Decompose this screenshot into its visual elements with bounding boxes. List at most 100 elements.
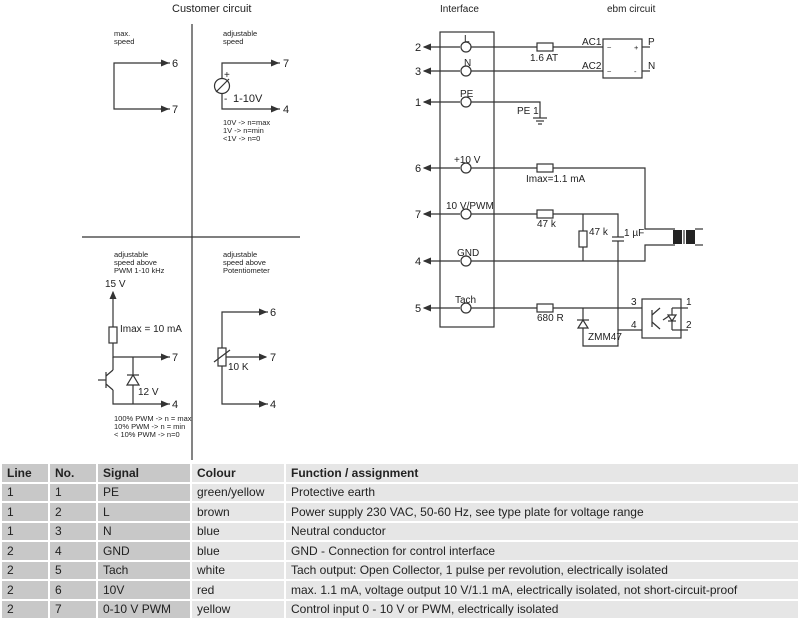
- pot-label-2: speed above: [223, 258, 266, 267]
- terminal-circle: [460, 208, 472, 220]
- cell-line: 2: [2, 561, 48, 579]
- r680-label: 680 R: [537, 313, 564, 324]
- cell-colour: green/yellow: [192, 483, 284, 501]
- terminal-circle: [460, 162, 472, 174]
- note: 10% PWM -> n = min: [114, 422, 185, 431]
- cell-signal: GND: [98, 542, 190, 560]
- cell-function: Neutral conductor: [286, 522, 798, 540]
- pin-Tach: 5 Tach: [415, 295, 476, 315]
- pin-assignment-table: Line No. Signal Colour Function / assign…: [0, 462, 800, 620]
- cell-no: 1: [50, 483, 96, 501]
- wiring-diagram: Customer circuit max. speed 6 7 adjustab…: [82, 3, 703, 460]
- terminal-7: 7: [172, 352, 178, 364]
- cell-signal: 0-10 V PWM: [98, 600, 190, 618]
- adjustable-speed-label: adjustable: [223, 29, 257, 38]
- ac-symbol: ~: [607, 43, 612, 52]
- cell-line: 1: [2, 522, 48, 540]
- cell-colour: red: [192, 581, 284, 599]
- note: < 10% PWM -> n=0: [114, 430, 180, 439]
- cell-line: 1: [2, 503, 48, 521]
- pin-label: GND: [457, 248, 479, 259]
- cell-colour: yellow: [192, 600, 284, 618]
- terminal-4: 4: [283, 104, 289, 116]
- potentiometer-circuit: adjustable speed above Potentiometer 6 7…: [213, 250, 276, 411]
- zener-voltage: 12 V: [138, 387, 159, 398]
- table-header-row: Line No. Signal Colour Function / assign…: [2, 464, 798, 482]
- pin-number: 3: [415, 66, 421, 78]
- cell-colour: brown: [192, 503, 284, 521]
- pin-PE: 1 PE: [415, 89, 474, 109]
- pin-number: 5: [415, 303, 421, 315]
- terminal-7: 7: [283, 58, 289, 70]
- resistor-icon: [578, 230, 588, 248]
- pin-label: Tach: [455, 295, 476, 306]
- cell-line: 2: [2, 542, 48, 560]
- cell-no: 4: [50, 542, 96, 560]
- pin-10v: 6 +10 V: [415, 155, 481, 175]
- cell-function: GND - Connection for control interface: [286, 542, 798, 560]
- resistor-icon: [536, 163, 554, 173]
- terminal-circle: [460, 41, 472, 53]
- voltage-range: 1-10V: [233, 93, 263, 105]
- cell-line: 2: [2, 581, 48, 599]
- terminal-6: 6: [172, 58, 178, 70]
- terminal-4: 4: [270, 399, 276, 411]
- cell-function: Power supply 230 VAC, 50-60 Hz, see type…: [286, 503, 798, 521]
- interface-box: [439, 31, 495, 328]
- supply-voltage: 15 V: [105, 279, 126, 290]
- pin-10v-pwm: 7 10 V/PWM: [415, 201, 494, 221]
- interface-title: Interface: [440, 4, 479, 15]
- fuse-icon: [536, 42, 554, 52]
- plus-sign: +: [634, 43, 639, 52]
- pwm-label-3: PWM 1-10 kHz: [114, 266, 165, 275]
- zener-diode-icon: [125, 373, 141, 386]
- header-colour: Colour: [192, 464, 284, 482]
- cell-no: 5: [50, 561, 96, 579]
- cell-signal: L: [98, 503, 190, 521]
- cell-function: Protective earth: [286, 483, 798, 501]
- cell-function: Control input 0 - 10 V or PWM, electrica…: [286, 600, 798, 618]
- r47-series-label: 47 k: [537, 219, 557, 230]
- cell-signal: Tach: [98, 561, 190, 579]
- cell-colour: blue: [192, 542, 284, 560]
- pwm-label: adjustable: [114, 250, 148, 259]
- terminal-circle: [460, 255, 472, 267]
- terminal-4: 4: [172, 399, 178, 411]
- fuse-label: 1.6 AT: [530, 53, 558, 64]
- minus-sign: -: [224, 94, 227, 105]
- note: 100% PWM -> n = max: [114, 414, 192, 423]
- pin-number: 4: [415, 256, 421, 268]
- imax-label: Imax=1.1 mA: [526, 174, 586, 185]
- pe1-label: PE 1: [517, 106, 539, 117]
- cell-function: Tach output: Open Collector, 1 pulse per…: [286, 561, 798, 579]
- adjustable-speed-circuit: adjustable speed + - 1-10V 7 4 10V -> n=…: [213, 29, 289, 143]
- opto-pin-1: 1: [686, 297, 692, 308]
- ac-symbol: ~: [607, 67, 612, 76]
- terminal-circle: [460, 302, 472, 314]
- opto-pin-2: 2: [686, 320, 692, 331]
- cell-no: 7: [50, 600, 96, 618]
- pin-label: +10 V: [454, 155, 481, 166]
- header-no: No.: [50, 464, 96, 482]
- terminal-circle: [460, 65, 472, 77]
- note: 10V -> n=max: [223, 118, 270, 127]
- pin-number: 2: [415, 42, 421, 54]
- pin-number: 1: [415, 97, 421, 109]
- pot-label-3: Potentiometer: [223, 266, 270, 275]
- rectifier-icon: [602, 38, 643, 79]
- cell-signal: PE: [98, 483, 190, 501]
- max-speed-label: max.: [114, 29, 130, 38]
- cell-signal: 10V: [98, 581, 190, 599]
- resistor-icon: [536, 303, 554, 313]
- pin-label: N: [464, 58, 471, 69]
- n-label: N: [648, 61, 655, 72]
- cell-no: 2: [50, 503, 96, 521]
- plus-sign: +: [224, 70, 230, 81]
- pwm-label-2: speed above: [114, 258, 157, 267]
- pin-number: 7: [415, 209, 421, 221]
- pin-label: L: [464, 34, 470, 45]
- pwm-circuit: adjustable speed above PWM 1-10 kHz 15 V…: [98, 250, 192, 439]
- r47-shunt-label: 47 k: [589, 227, 609, 238]
- resistor-icon: [108, 326, 118, 344]
- terminal-circle: [460, 96, 472, 108]
